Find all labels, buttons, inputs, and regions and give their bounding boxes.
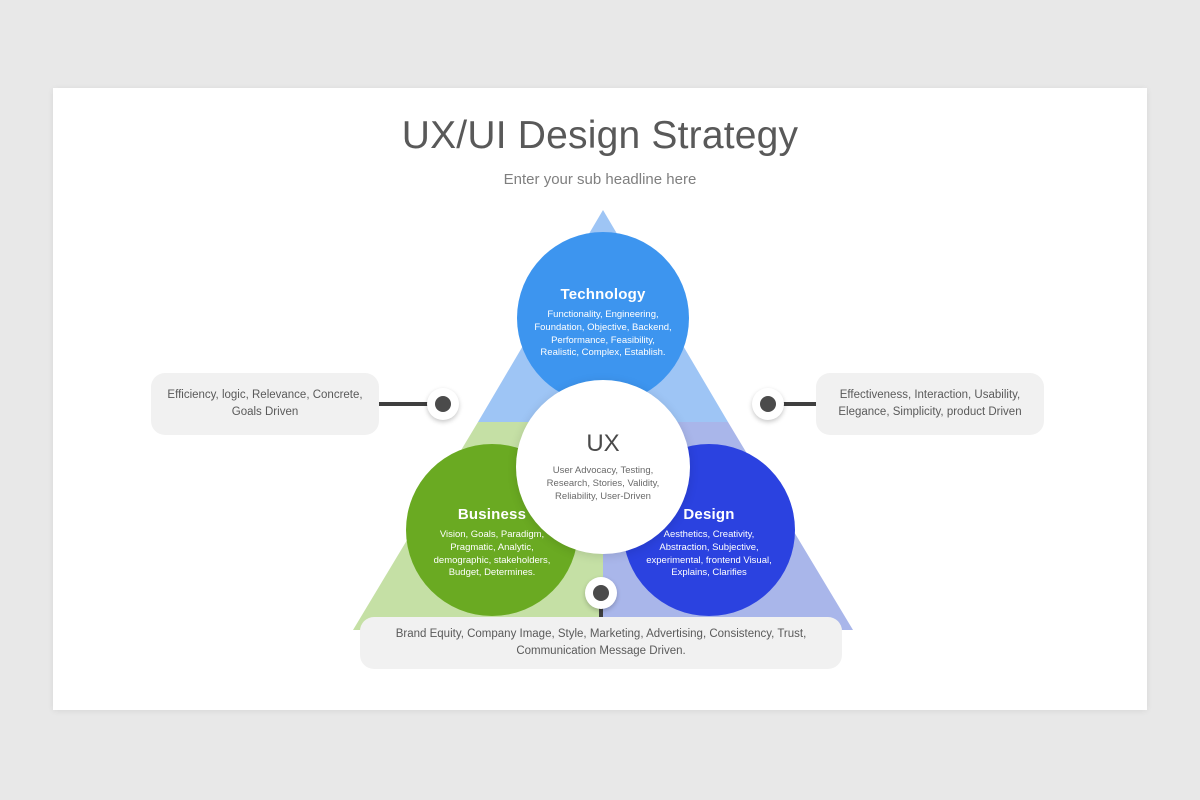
callout-left[interactable]: Efficiency, logic, Relevance, Concrete, …: [151, 373, 379, 435]
lobe-business[interactable]: Business Vision, Goals, Paradigm, Pragma…: [406, 444, 578, 616]
diagram-stage: Technology Functionality, Engineering, F…: [53, 88, 1147, 710]
connector-line-left: [367, 402, 429, 406]
connector-line-right: [781, 402, 844, 406]
connector-node-right-inner[interactable]: [752, 388, 784, 420]
center-hub-label: UX: [586, 430, 620, 458]
connector-node-left-inner[interactable]: [427, 388, 459, 420]
connector-line-bottom: [599, 607, 603, 625]
lobe-technology-label: Technology: [560, 286, 646, 304]
callout-right[interactable]: Effectiveness, Interaction, Usability, E…: [816, 373, 1044, 435]
page-title: UX/UI Design Strategy: [401, 114, 799, 157]
page-subtitle: Enter your sub headline here: [503, 171, 697, 188]
callout-bottom[interactable]: Brand Equity, Company Image, Style, Mark…: [360, 617, 842, 669]
slide-canvas: UX/UI Design Strategy Enter your sub hea…: [53, 88, 1147, 710]
lobe-design-label: Design: [683, 506, 735, 524]
lobe-design-body: Aesthetics, Creativity, Abstraction, Sub…: [646, 529, 772, 579]
center-hub-body: User Advocacy, Testing, Research, Storie…: [546, 465, 660, 502]
lobe-technology[interactable]: Technology Functionality, Engineering, F…: [517, 232, 689, 404]
center-hub-ux[interactable]: UX User Advocacy, Testing, Research, Sto…: [516, 380, 690, 554]
lobe-business-label: Business: [457, 506, 527, 524]
lobe-technology-body: Functionality, Engineering, Foundation, …: [534, 309, 672, 359]
lobe-business-body: Vision, Goals, Paradigm, Pragmatic, Anal…: [433, 529, 551, 579]
connector-node-bottom[interactable]: [585, 577, 617, 609]
